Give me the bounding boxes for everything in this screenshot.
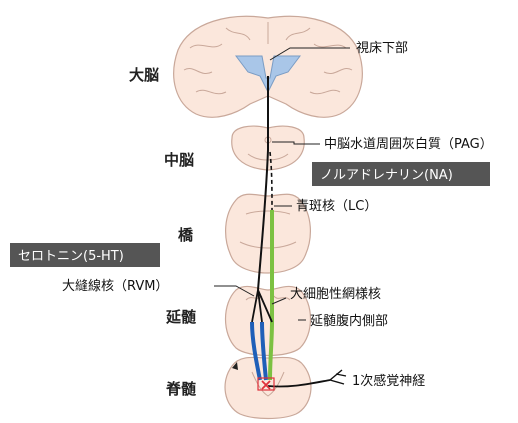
tag-noradrenaline-label: ノルアドレナリン(NA) bbox=[320, 168, 453, 183]
callout-rvm: 大縫線核（RVM） bbox=[62, 278, 168, 294]
callout-hypothalamus: 視床下部 bbox=[356, 41, 408, 56]
region-label-midbrain: 中脳 bbox=[164, 151, 194, 169]
tag-noradrenaline: ノルアドレナリン(NA) bbox=[312, 162, 490, 186]
tag-serotonin-label: セロトニン(5-HT) bbox=[18, 249, 124, 264]
region-label-medulla: 延髄 bbox=[165, 308, 197, 326]
callout-reticular: 大細胞性網様核 bbox=[290, 287, 381, 302]
region-labels: 大脳 中脳 橋 延髄 脊髄 bbox=[129, 66, 197, 398]
region-label-cerebrum: 大脳 bbox=[129, 66, 159, 84]
region-label-pons: 橋 bbox=[178, 226, 194, 244]
callout-primary-sensory: 1次感覚神経 bbox=[352, 373, 425, 389]
callout-pag: 中脳水道周囲灰白質（PAG） bbox=[324, 136, 493, 152]
callout-locus-coeruleus: 青斑核（LC） bbox=[296, 199, 377, 214]
callout-ventral-medulla: 延髄腹内側部 bbox=[310, 313, 388, 329]
noradrenaline-pathway bbox=[270, 210, 272, 380]
tag-serotonin: セロトニン(5-HT) bbox=[10, 243, 160, 267]
region-label-spinal-cord: 脊髄 bbox=[165, 380, 197, 398]
